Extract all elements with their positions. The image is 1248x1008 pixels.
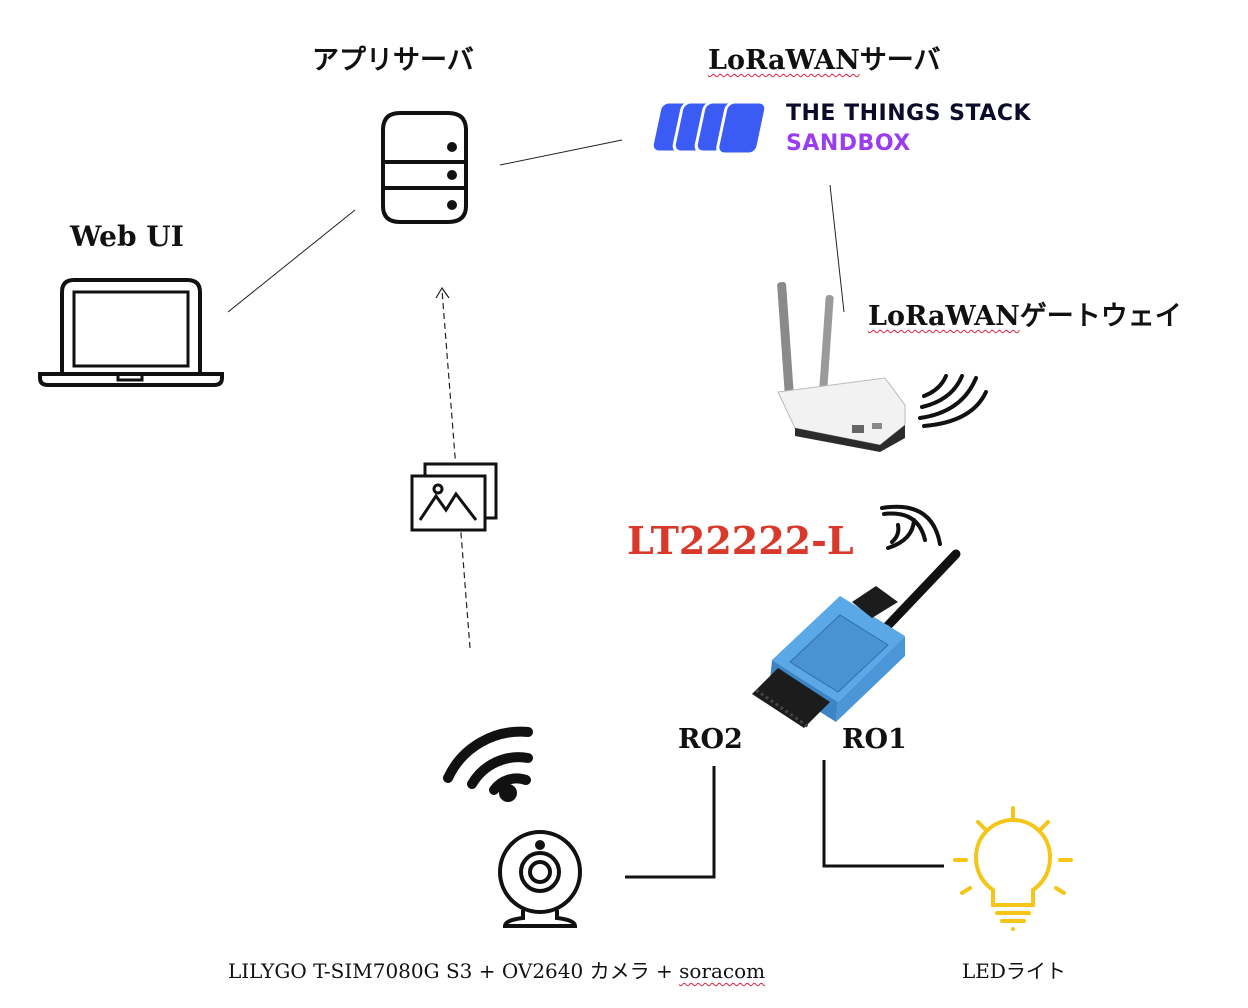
lorawan-server-label-suffix: サーバ	[859, 45, 941, 76]
web-ui-label: Web UI	[70, 220, 184, 253]
app-server-label: アプリサーバ	[312, 45, 474, 76]
connector-tts-gateway	[829, 184, 845, 313]
gateway-label: LoRaWANゲートウェイ	[868, 294, 1182, 333]
device-label: LT22222-L	[627, 518, 854, 563]
gateway-router-icon	[777, 281, 906, 452]
ro2-label: RO2	[678, 724, 743, 755]
laptop-icon	[38, 278, 224, 387]
server-icon	[381, 111, 468, 224]
lorawan-server-label: LoRaWANサーバ	[708, 38, 941, 77]
image-icon	[410, 462, 498, 532]
radio-wave-icon	[880, 504, 942, 550]
gateway-label-suffix: ゲートウェイ	[1019, 301, 1182, 332]
wifi-icon	[443, 726, 533, 795]
wifi-dot	[499, 784, 517, 802]
gateway-label-prefix: LoRaWAN	[868, 301, 1020, 332]
lora-device-icon	[752, 549, 961, 730]
tts-logo-text: THE THINGS STACK SANDBOX	[786, 99, 1031, 159]
wire-ro2-camera	[625, 766, 716, 879]
camera-label-prefix: LILYGO T-SIM7080G S3 + OV2640 カメラ +	[228, 959, 680, 983]
led-label: LEDライト	[962, 959, 1066, 983]
tts-logo-line2: SANDBOX	[786, 131, 911, 156]
ro1-label: RO1	[842, 724, 907, 755]
camera-label: LILYGO T-SIM7080G S3 + OV2640 カメラ + sora…	[228, 955, 765, 984]
arrow-head	[435, 286, 450, 299]
camera-label-suffix: soracom	[679, 959, 766, 983]
light-bulb-icon	[953, 806, 1073, 931]
radio-wave-icon	[918, 374, 988, 428]
tts-logo-mark	[650, 100, 768, 156]
connector-server-tts	[499, 139, 623, 166]
connector-laptop-server	[227, 209, 356, 313]
wire-ro1-led	[822, 760, 944, 868]
camera-icon	[498, 830, 582, 928]
lorawan-server-label-prefix: LoRaWAN	[708, 45, 860, 76]
tts-logo-line1: THE THINGS STACK	[786, 101, 1032, 126]
